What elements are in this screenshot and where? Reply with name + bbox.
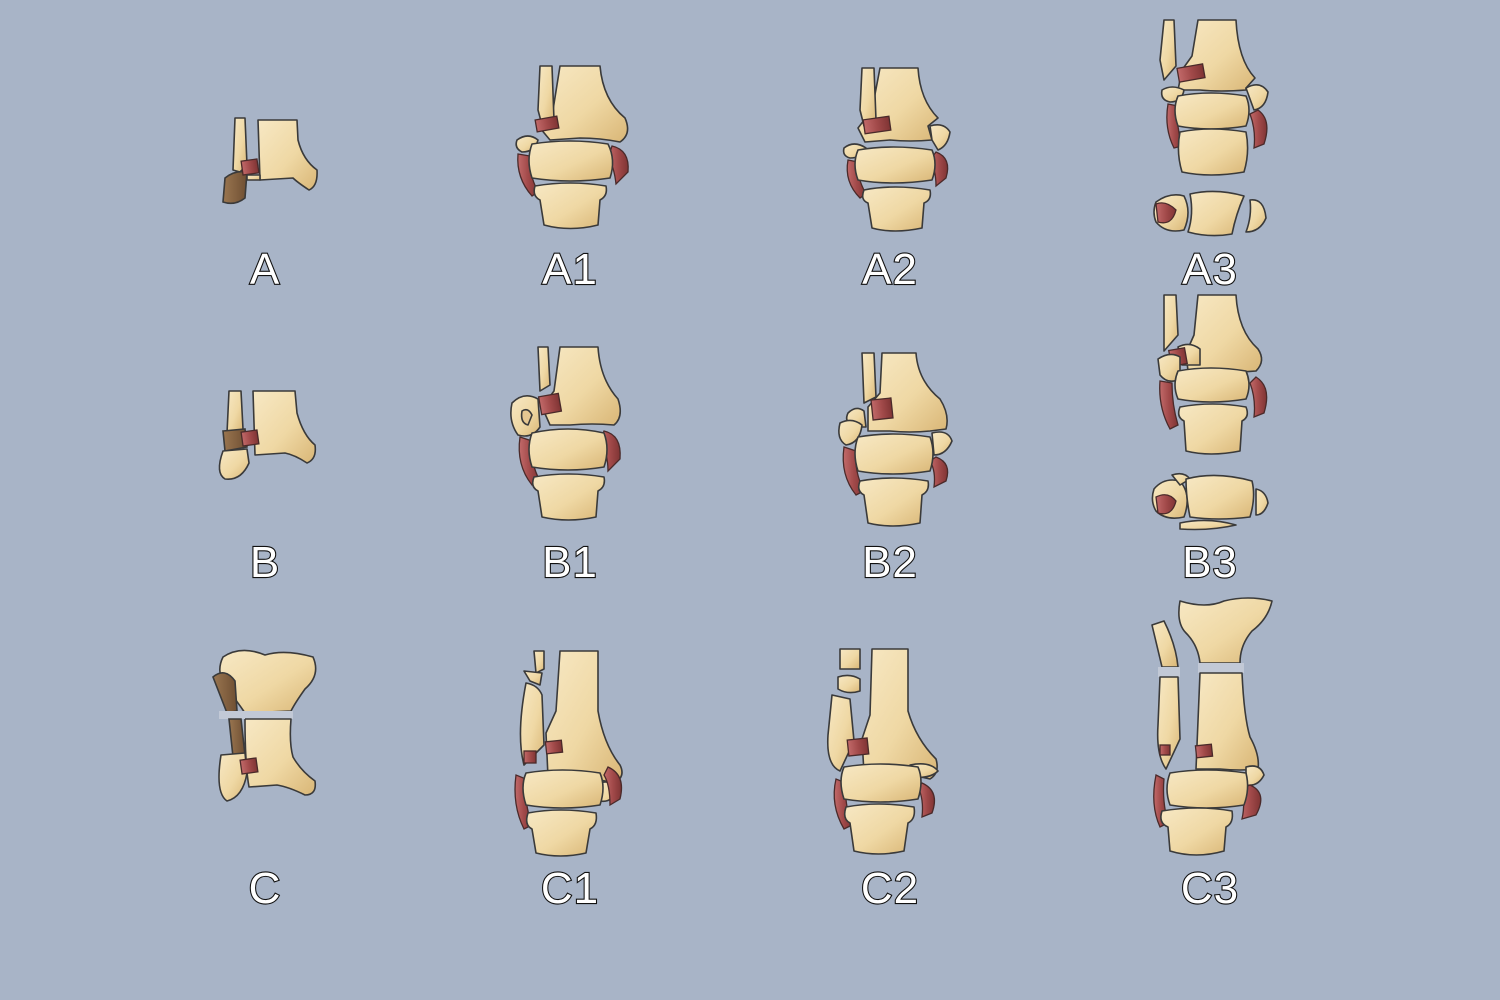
illustration-B1 (510, 346, 622, 521)
illustration-B3 (1151, 294, 1269, 531)
label-A: A (249, 245, 281, 294)
panel-B: B (115, 295, 415, 595)
label-A1: A1 (541, 245, 598, 294)
illustration-C2 (826, 648, 939, 855)
panel-C2: C2 (740, 615, 1040, 915)
label-B3: B3 (1181, 538, 1238, 587)
illustration-A1 (515, 65, 629, 230)
panel-B1: B1 (420, 295, 720, 595)
panel-C3: C3 (1060, 597, 1360, 915)
illustration-C (212, 649, 317, 802)
label-B: B (249, 538, 281, 587)
panel-A2: A2 (740, 0, 1040, 300)
illustration-B2 (838, 352, 953, 527)
label-B1: B1 (541, 538, 598, 587)
label-C: C (248, 864, 282, 913)
illustration-C3 (1151, 597, 1273, 856)
panel-C: C (115, 615, 415, 915)
label-A2: A2 (861, 245, 918, 294)
panel-B2: B2 (740, 295, 1040, 595)
label-B2: B2 (861, 538, 918, 587)
illustration-A3 (1153, 19, 1269, 237)
panel-A: A (115, 0, 415, 300)
panel-A3: A3 (1060, 0, 1360, 300)
illustration-C1 (514, 650, 623, 857)
label-A3: A3 (1181, 245, 1238, 294)
label-C1: C1 (540, 864, 600, 913)
label-C3: C3 (1180, 864, 1240, 913)
illustration-A (222, 117, 318, 205)
illustration-B (218, 390, 317, 480)
panel-A1: A1 (420, 0, 720, 300)
panel-B3: B3 (1060, 294, 1360, 595)
panel-C1: C1 (420, 615, 720, 915)
label-C2: C2 (860, 864, 920, 913)
illustration-A2 (842, 67, 951, 232)
